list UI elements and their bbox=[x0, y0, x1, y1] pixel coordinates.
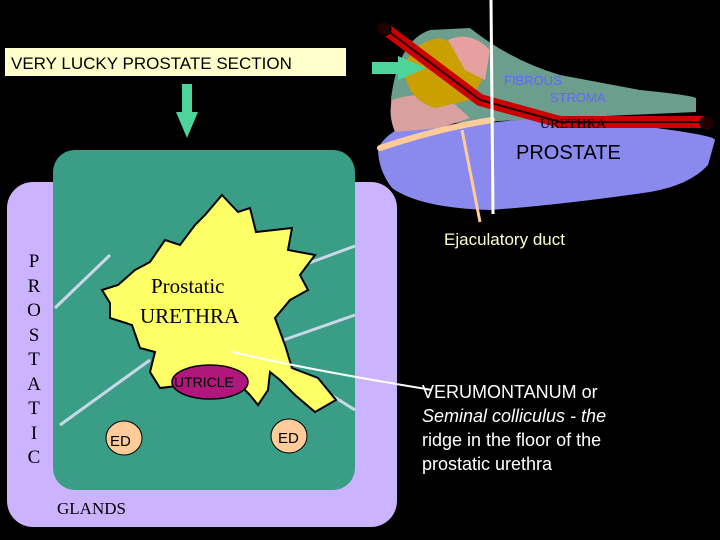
vertical-letter: A bbox=[27, 373, 41, 395]
description-line: ridge in the floor of the bbox=[422, 430, 602, 450]
vertical-letter: C bbox=[27, 447, 41, 468]
description-line: Seminal colliculus - the bbox=[422, 406, 607, 426]
glands-label: GLANDS bbox=[57, 499, 126, 518]
prostatic-label-line1: Prostatic bbox=[151, 274, 225, 298]
vertical-letter: P bbox=[28, 251, 40, 272]
right-arrow-shaft bbox=[372, 62, 400, 74]
ejaculatory-duct-label: Ejaculatory duct bbox=[444, 230, 565, 249]
urethra-red-outline bbox=[383, 27, 705, 123]
prostatic-urethra-lumen bbox=[100, 193, 338, 414]
vertical-letter: I bbox=[30, 422, 38, 444]
prostatic-label-line2: URETHRA bbox=[140, 304, 240, 328]
description-line: prostatic urethra bbox=[422, 454, 553, 474]
ed-right-duct bbox=[270, 418, 308, 454]
gland-duct-1 bbox=[53, 253, 112, 310]
prostate-label: PROSTATE bbox=[516, 142, 621, 164]
vertical-letter: S bbox=[28, 324, 40, 346]
ejaculatory-duct-line bbox=[377, 117, 495, 151]
section-cut-line bbox=[489, 0, 495, 215]
ed-left-label: ED bbox=[110, 433, 131, 450]
sagittal-section bbox=[376, 0, 715, 215]
down-arrow-shaft bbox=[182, 84, 192, 114]
description-line: VERUMONTANUM or bbox=[422, 382, 598, 402]
page-title: VERY LUCKY PROSTATE SECTION bbox=[11, 54, 292, 73]
utricle-shape bbox=[171, 364, 249, 400]
duct-pointer-line bbox=[460, 129, 482, 223]
pointer-arrows bbox=[176, 56, 426, 138]
verumontanum-description: VERUMONTANUM or Seminal colliculus - the… bbox=[422, 380, 712, 476]
utricle-label: UTRICLE bbox=[174, 374, 234, 390]
right-arrow-head bbox=[398, 56, 426, 80]
verumontanum-pointer bbox=[231, 351, 433, 391]
fibrous-label-line2: STROMA bbox=[550, 90, 606, 105]
urethra-top-label: URETHRA bbox=[540, 117, 607, 132]
vertical-letter: R bbox=[27, 275, 41, 297]
prostatic-vertical-label: P R O S T A T I C bbox=[24, 250, 44, 471]
down-arrow-head bbox=[176, 112, 198, 138]
fibrous-label-line1: FIBROUS bbox=[504, 73, 562, 88]
prostate-region bbox=[378, 118, 715, 210]
ed-left-duct bbox=[105, 420, 143, 456]
gland-duct-2 bbox=[59, 358, 151, 427]
urethra-end-right bbox=[699, 115, 715, 131]
vertical-letter: O bbox=[27, 300, 41, 321]
vertical-letter: T bbox=[28, 398, 40, 419]
cross-section bbox=[7, 150, 397, 527]
pink-lobe bbox=[448, 36, 490, 80]
vertical-letter: T bbox=[28, 349, 40, 370]
urethra-end-left bbox=[376, 21, 392, 37]
title-box: VERY LUCKY PROSTATE SECTION bbox=[4, 47, 347, 77]
ed-right-label: ED bbox=[278, 430, 299, 447]
